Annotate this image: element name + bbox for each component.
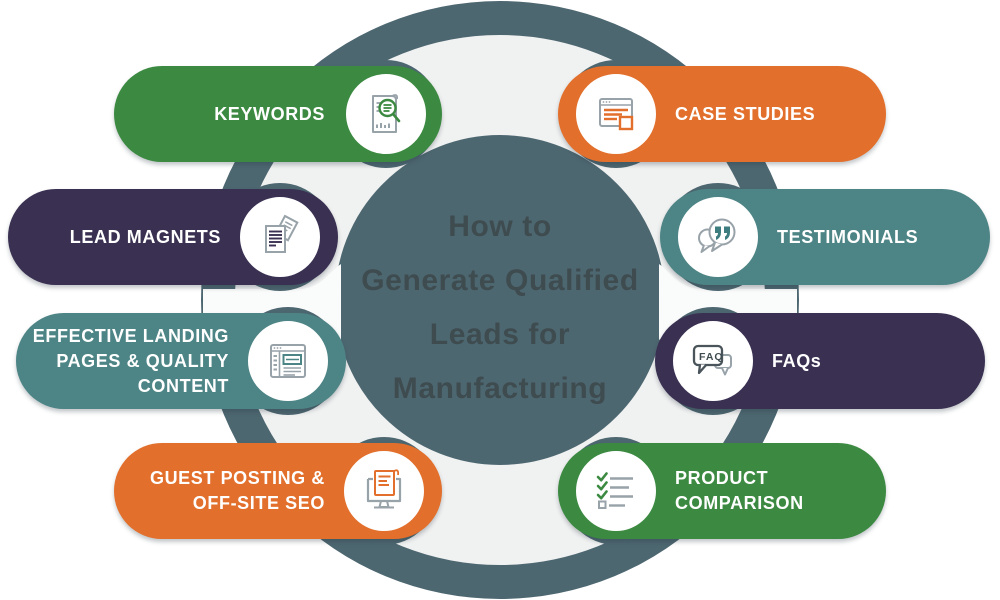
pill-label: LEAD MAGNETS (38, 189, 221, 285)
right-gap-flare (659, 264, 797, 340)
testimonials-icon-circle (671, 190, 765, 284)
pill-label-line: CASE STUDIES (675, 103, 816, 124)
pill-label-line: LEAD MAGNETS (69, 226, 221, 247)
pill-label-line: KEYWORDS (214, 103, 325, 124)
lead-magnets-icon-circle (233, 190, 327, 284)
pill-label-line: GUEST POSTING & (149, 468, 325, 488)
pill-label-line: CONTENT (137, 375, 229, 396)
landing-pages-icon-circle (241, 314, 335, 408)
pill-label-line: PAGES & QUALITY (56, 350, 229, 371)
webpage-layout-icon (270, 344, 306, 378)
faq-bubble-icon: FAQ (692, 344, 732, 376)
pill-label-line: PRODUCT (675, 468, 769, 488)
pill-label-line: EFFECTIVE LANDING (32, 325, 229, 346)
keywords-icon-circle (339, 67, 433, 161)
pill-label: PRODUCT COMPARISON (675, 443, 856, 539)
pill-label-line: COMPARISON (675, 493, 804, 513)
center-title: How to Generate Qualified Leads for Manu… (330, 200, 670, 416)
title-line: Leads for (429, 318, 571, 351)
title-line: Generate Qualified (361, 264, 639, 297)
pill-label: KEYWORDS (144, 66, 325, 162)
faqs-icon-circle: FAQ (666, 314, 760, 408)
pill-label: CASE STUDIES (675, 66, 856, 162)
left-gap-flare (203, 264, 341, 340)
browser-report-icon (599, 98, 634, 131)
pill-label: GUEST POSTING & OFF-SITE SEO (144, 443, 325, 539)
pill-label: EFFECTIVE LANDING PAGES & QUALITY CONTEN… (33, 313, 229, 409)
product-comparison-icon-circle (569, 444, 663, 538)
quote-bubbles-icon (698, 218, 736, 253)
faq-bubble-label: FAQ (699, 351, 724, 363)
pill-label: TESTIMONIALS (777, 189, 960, 285)
pill-label-line: OFF-SITE SEO (192, 493, 325, 513)
title-line: Manufacturing (392, 372, 608, 405)
checklist-icon (596, 472, 633, 509)
pill-label-line: FAQs (772, 350, 822, 371)
pill-label-line: TESTIMONIALS (777, 226, 919, 247)
center-circle (342, 142, 658, 458)
document-search-icon (372, 94, 401, 133)
documents-icon (265, 214, 299, 253)
guest-posting-icon-circle (337, 444, 431, 538)
pill-label: FAQs (772, 313, 955, 409)
title-line: How to (448, 210, 552, 243)
monitor-article-icon (366, 469, 402, 509)
case-studies-icon-circle (569, 67, 663, 161)
